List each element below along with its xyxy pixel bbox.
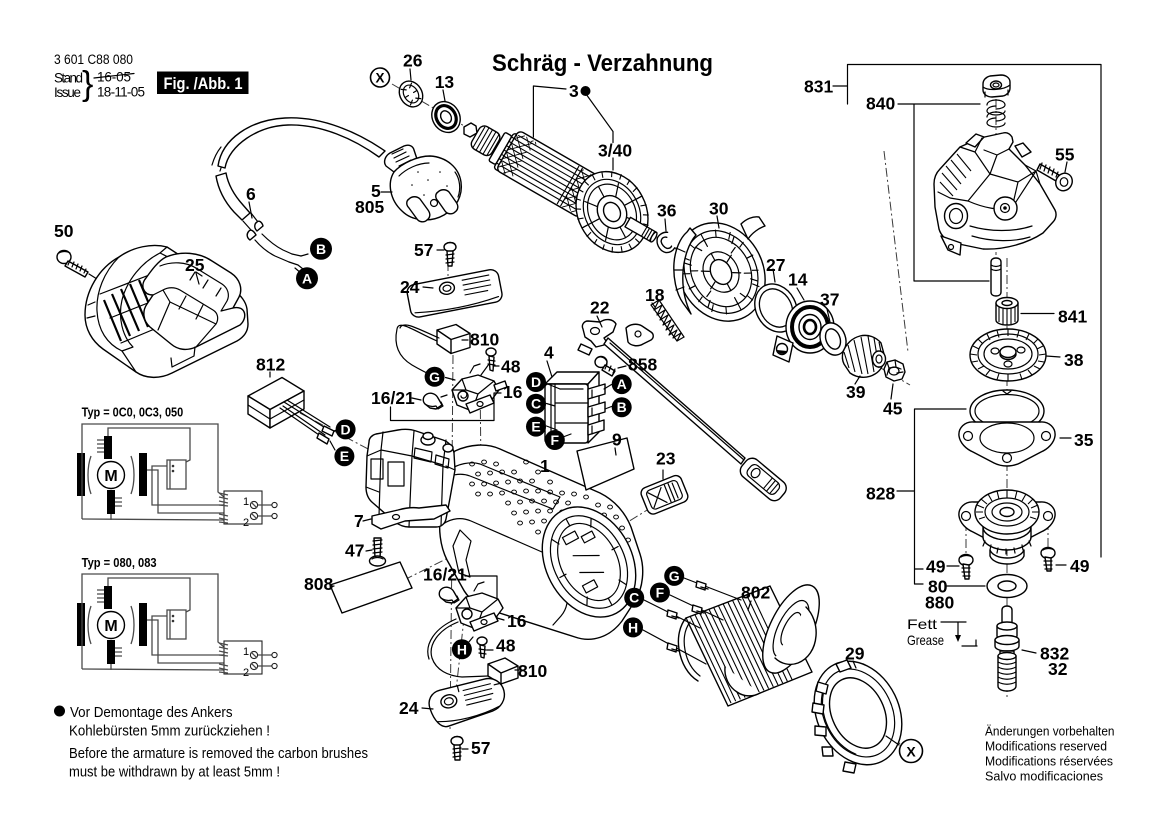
svg-text:16/21: 16/21 (423, 565, 467, 585)
svg-text:4: 4 (544, 343, 554, 363)
svg-text:9: 9 (612, 430, 622, 450)
svg-text:16: 16 (507, 611, 527, 631)
svg-text:1: 1 (243, 496, 249, 508)
svg-text:Vor Demontage des Ankers: Vor Demontage des Ankers (70, 705, 233, 721)
svg-text:810: 810 (518, 661, 547, 681)
svg-text:802: 802 (741, 583, 770, 603)
svg-text:C: C (531, 396, 541, 412)
svg-text:Schräg - Verzahnung: Schräg - Verzahnung (492, 50, 713, 77)
svg-text:F: F (656, 585, 665, 601)
svg-text:38: 38 (1064, 350, 1084, 370)
svg-text:22: 22 (590, 298, 610, 318)
svg-text:16: 16 (503, 382, 523, 402)
svg-text:Before the armature is removed: Before the armature is removed the carbo… (69, 746, 368, 762)
svg-text:Typ = 080, 083: Typ = 080, 083 (82, 555, 157, 570)
svg-text:6: 6 (246, 184, 256, 204)
svg-text:36: 36 (657, 201, 677, 221)
svg-text:A: A (302, 270, 312, 286)
svg-text:32: 32 (1048, 659, 1068, 679)
svg-text:X: X (906, 744, 916, 760)
svg-text:M: M (104, 468, 117, 485)
svg-text:35: 35 (1074, 430, 1094, 450)
svg-text:Issue: Issue (54, 85, 81, 100)
svg-text:Fig. /Abb. 1: Fig. /Abb. 1 (164, 74, 243, 93)
svg-text:880: 880 (925, 593, 954, 613)
svg-text:49: 49 (926, 557, 946, 577)
svg-text:A: A (617, 376, 627, 392)
svg-text:}: } (82, 65, 93, 103)
svg-text:29: 29 (845, 644, 865, 664)
svg-text:7: 7 (354, 511, 364, 531)
svg-text:18-11-05: 18-11-05 (97, 85, 145, 100)
svg-text:G: G (429, 369, 440, 385)
svg-text:80: 80 (928, 577, 948, 597)
svg-text:Modifications réservées: Modifications réservées (985, 754, 1113, 769)
svg-text:D: D (531, 374, 541, 390)
svg-text:H: H (457, 641, 467, 657)
svg-text:24: 24 (399, 698, 419, 718)
svg-text:832: 832 (1040, 644, 1069, 664)
svg-text:13: 13 (435, 72, 455, 92)
svg-text:Grease: Grease (907, 632, 944, 648)
svg-text:X: X (375, 71, 384, 86)
svg-text:5: 5 (371, 181, 381, 201)
svg-text:808: 808 (304, 574, 333, 594)
svg-text:Salvo modificaciones: Salvo modificaciones (985, 769, 1103, 784)
svg-text:Fett: Fett (907, 616, 937, 632)
svg-text:3/40: 3/40 (598, 141, 632, 161)
svg-text:18: 18 (645, 285, 665, 305)
svg-text:16/21: 16/21 (371, 388, 415, 408)
svg-text:57: 57 (414, 240, 433, 260)
svg-text:3 601 C88 080: 3 601 C88 080 (54, 52, 133, 67)
svg-text:25: 25 (185, 255, 205, 275)
svg-text:841: 841 (1058, 307, 1087, 327)
svg-text:2: 2 (243, 517, 249, 529)
svg-text:E: E (340, 448, 349, 464)
svg-text:Typ = 0C0, 0C3, 050: Typ = 0C0, 0C3, 050 (82, 405, 184, 420)
svg-text:Änderungen vorbehalten: Änderungen vorbehalten (985, 724, 1115, 739)
svg-text:840: 840 (866, 94, 895, 114)
svg-text:37: 37 (820, 290, 839, 310)
svg-text:27: 27 (766, 255, 785, 275)
svg-text:50: 50 (54, 221, 74, 241)
svg-text:14: 14 (788, 270, 808, 290)
svg-text:Stand: Stand (54, 71, 83, 86)
svg-text:G: G (669, 568, 680, 584)
svg-text:48: 48 (496, 636, 516, 656)
svg-text:828: 828 (866, 484, 895, 504)
svg-text:47: 47 (345, 541, 364, 561)
svg-text:1: 1 (540, 456, 550, 476)
svg-text:39: 39 (846, 382, 866, 402)
svg-text:55: 55 (1055, 145, 1075, 165)
svg-text:858: 858 (628, 355, 657, 375)
svg-text:B: B (617, 399, 627, 415)
svg-text:D: D (341, 421, 351, 437)
svg-text:49: 49 (1070, 556, 1090, 576)
svg-text:23: 23 (656, 449, 676, 469)
svg-text:B: B (316, 241, 326, 257)
svg-text:E: E (531, 419, 540, 435)
svg-text:30: 30 (709, 199, 729, 219)
svg-text:45: 45 (883, 399, 903, 419)
svg-text:C: C (629, 590, 639, 606)
svg-text:Kohlebürsten 5mm zurückziehen: Kohlebürsten 5mm zurückziehen ! (69, 724, 270, 740)
svg-text:812: 812 (256, 355, 285, 375)
svg-text:810: 810 (470, 330, 499, 350)
svg-text:57: 57 (471, 738, 490, 758)
svg-text:F: F (551, 432, 560, 448)
svg-text:16-05: 16-05 (97, 70, 131, 85)
svg-text:Modifications reserved: Modifications reserved (985, 739, 1107, 754)
svg-text:3: 3 (569, 81, 579, 101)
svg-text:805: 805 (355, 197, 384, 217)
svg-text:26: 26 (403, 51, 423, 71)
svg-text:H: H (628, 619, 638, 635)
svg-text:24: 24 (400, 277, 420, 297)
svg-text:48: 48 (501, 357, 521, 377)
svg-text:must be withdrawn by at least: must be withdrawn by at least 5mm ! (69, 765, 280, 781)
svg-text:831: 831 (804, 77, 833, 97)
